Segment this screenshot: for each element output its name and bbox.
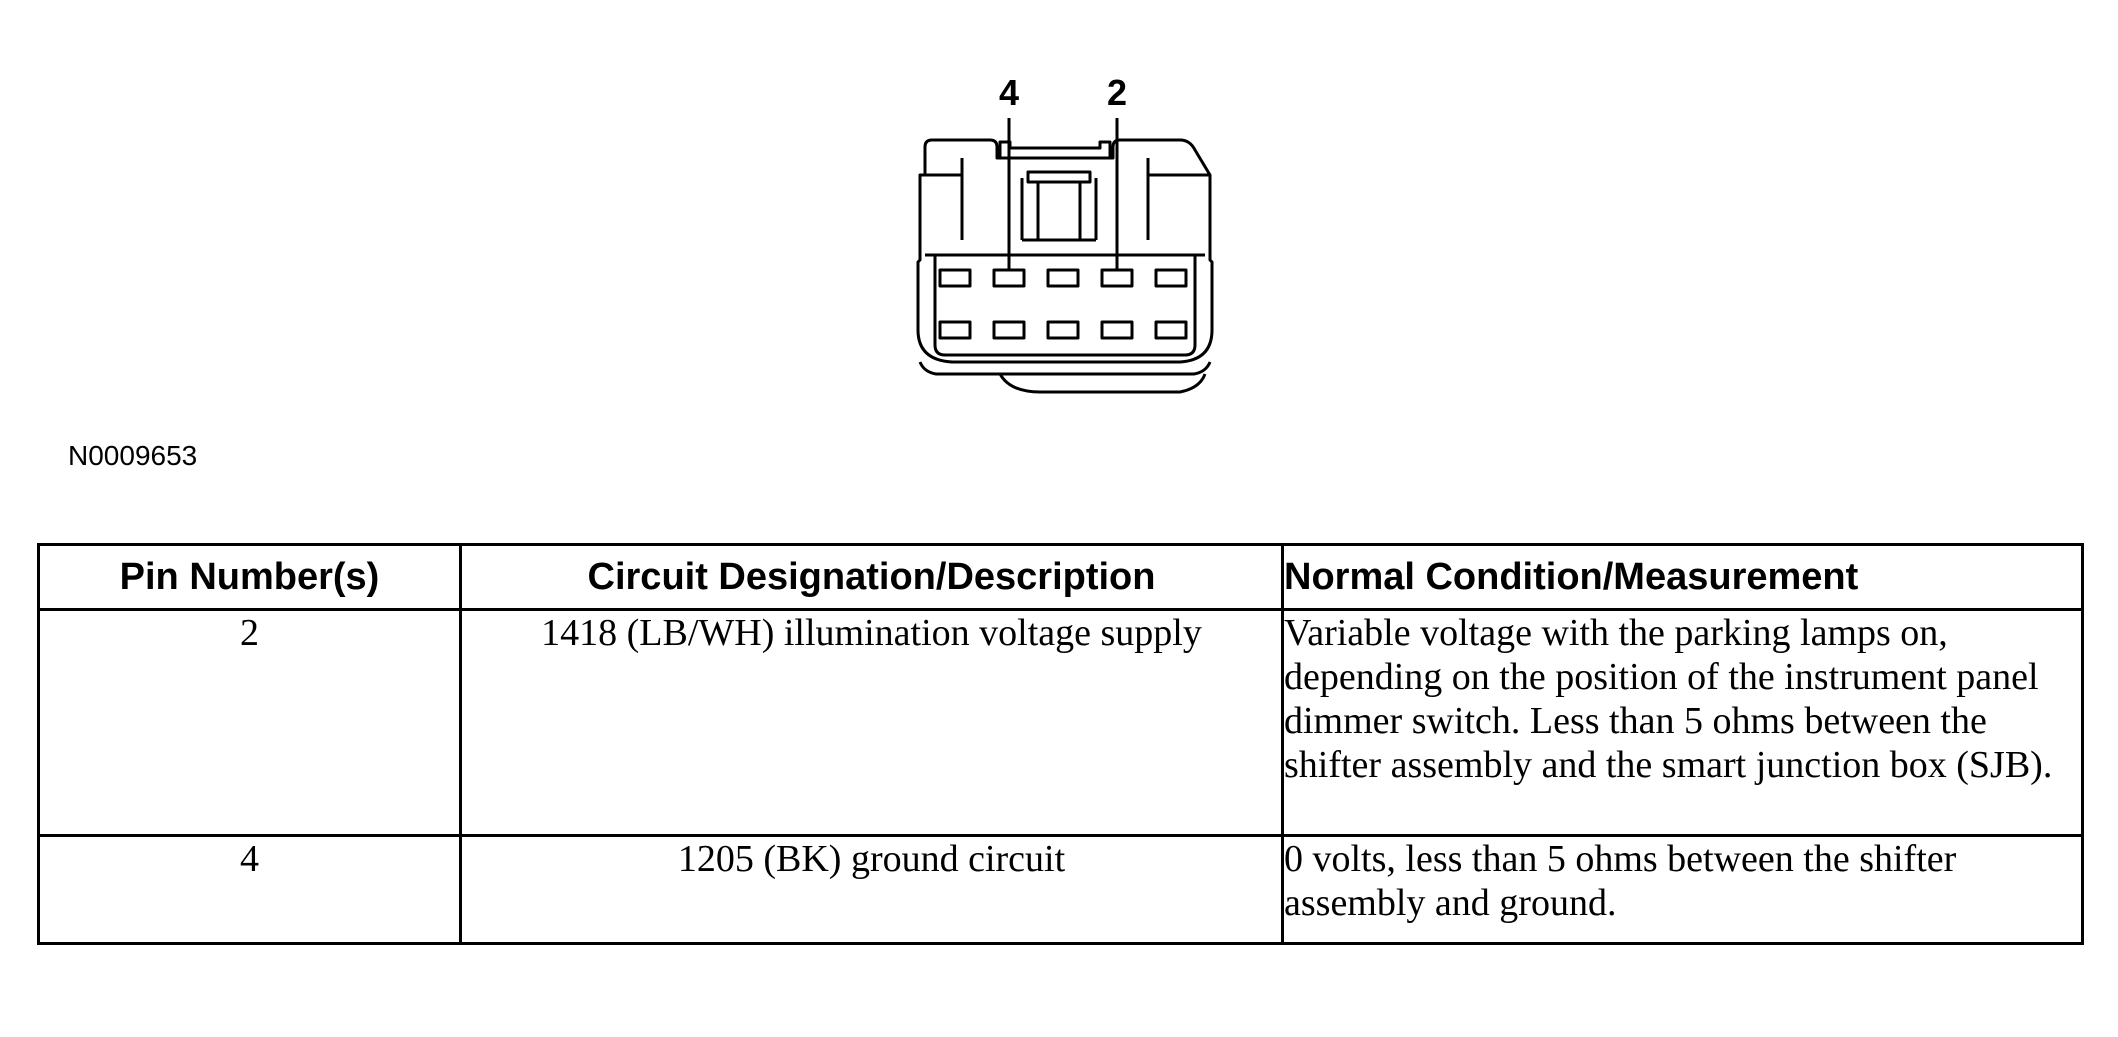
pin-cavity <box>992 320 1026 340</box>
connector-housing <box>916 138 1214 394</box>
header-circuit: Circuit Designation/Description <box>459 543 1284 611</box>
table-row: 4 1205 (BK) ground circuit 0 volts, less… <box>37 834 2084 945</box>
cell-condition: Variable voltage with the parking lamps … <box>1281 608 2084 837</box>
table-header-row: Pin Number(s) Circuit Designation/Descri… <box>37 543 2084 611</box>
pinout-table: Pin Number(s) Circuit Designation/Descri… <box>37 543 2084 945</box>
header-condition: Normal Condition/Measurement <box>1281 543 2084 611</box>
pin-cavity <box>1100 268 1134 288</box>
header-pin-number: Pin Number(s) <box>37 543 462 611</box>
cell-circuit: 1418 (LB/WH) illumination voltage supply <box>459 608 1284 837</box>
pin-label-2: 2 <box>1107 72 1127 113</box>
pin-label-4: 4 <box>999 72 1019 113</box>
pin-cavity <box>992 268 1026 288</box>
table-row: 2 1418 (LB/WH) illumination voltage supp… <box>37 608 2084 837</box>
connector-diagram: 4 2 <box>916 72 1214 394</box>
figure-id: N0009653 <box>68 440 198 471</box>
pin-cavity <box>1100 320 1134 340</box>
pin-cavities <box>938 268 1188 340</box>
pin-cavity <box>938 268 972 288</box>
pin-cavity <box>1046 268 1080 288</box>
pin-cavity <box>1046 320 1080 340</box>
cell-circuit: 1205 (BK) ground circuit <box>459 834 1284 945</box>
pin-cavity <box>938 320 972 340</box>
cell-condition: 0 volts, less than 5 ohms between the sh… <box>1281 834 2084 945</box>
pin-cavity <box>1154 268 1188 288</box>
cell-pin: 2 <box>37 608 462 837</box>
pin-leader-lines <box>1007 118 1119 270</box>
pin-cavity <box>1154 320 1188 340</box>
cell-pin: 4 <box>37 834 462 945</box>
